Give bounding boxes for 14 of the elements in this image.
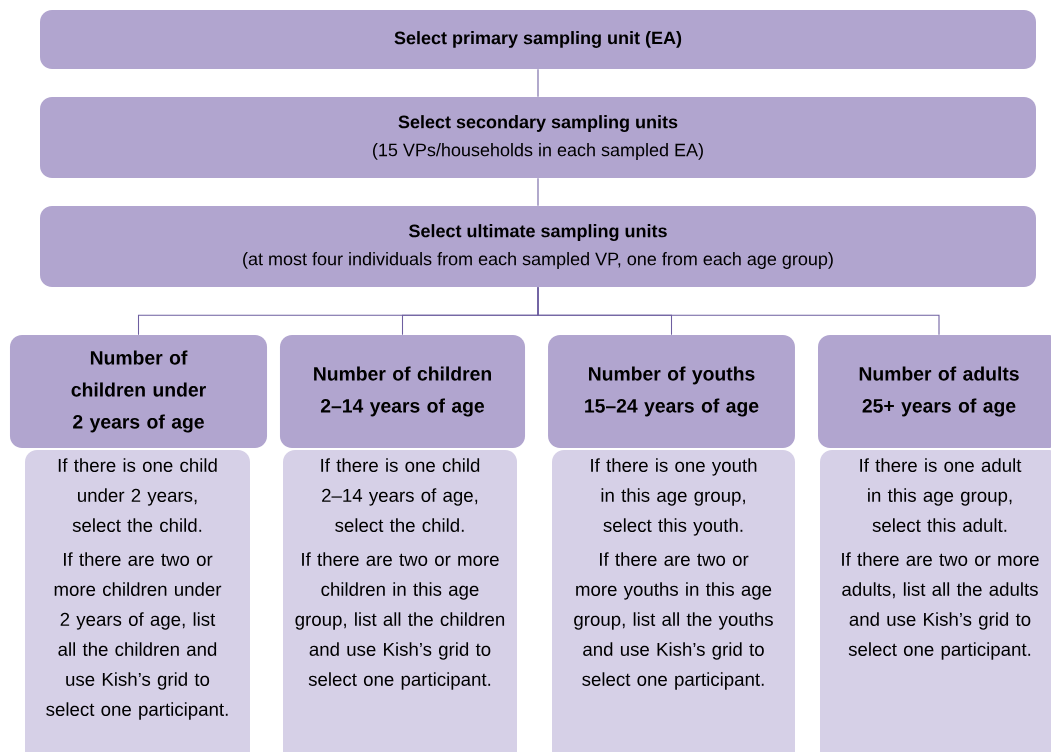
connector-line [537,177,539,207]
instruction-box: If there is one adult in this age group, select this adult. If there are two or more adults, list all the adults and use Kish’s grid to select one participant. [820,450,1051,752]
instruction-box: If there is one youth in this age group, select this youth. If there are two or more youths in this age group, list all the youths and use Kish’s grid to select one participant. [552,450,795,752]
connector-line [537,68,539,98]
group-heading-box: Number of children under 2 years of age [9,334,268,449]
connector-line [537,286,940,336]
step-bar: Select secondary sampling units (15 VPs/households in each sampled EA) [40,96,1036,179]
instruction-box: If there is one child under 2 years, select the child. If there are two or more children under 2 years of age, list all the children and use Kish’s grid to select one participant. [25,450,250,752]
group-heading-box: Number of youths 15–24 years of age [548,334,795,449]
group-heading-box: Number of children 2–14 years of age [279,334,526,449]
step-bar: Select ultimate sampling units (at most four individuals from each sampled VP, one from each age group) [40,205,1036,288]
group-heading-box: Number of adults 25+ years of age [818,334,1051,449]
step-bar: Select primary sampling unit (EA) [40,10,1036,69]
instruction-box: If there is one child 2–14 years of age, select the child. If there are two or more children in this age group, list all the children and use Kish’s grid to select one participant. [283,450,517,752]
